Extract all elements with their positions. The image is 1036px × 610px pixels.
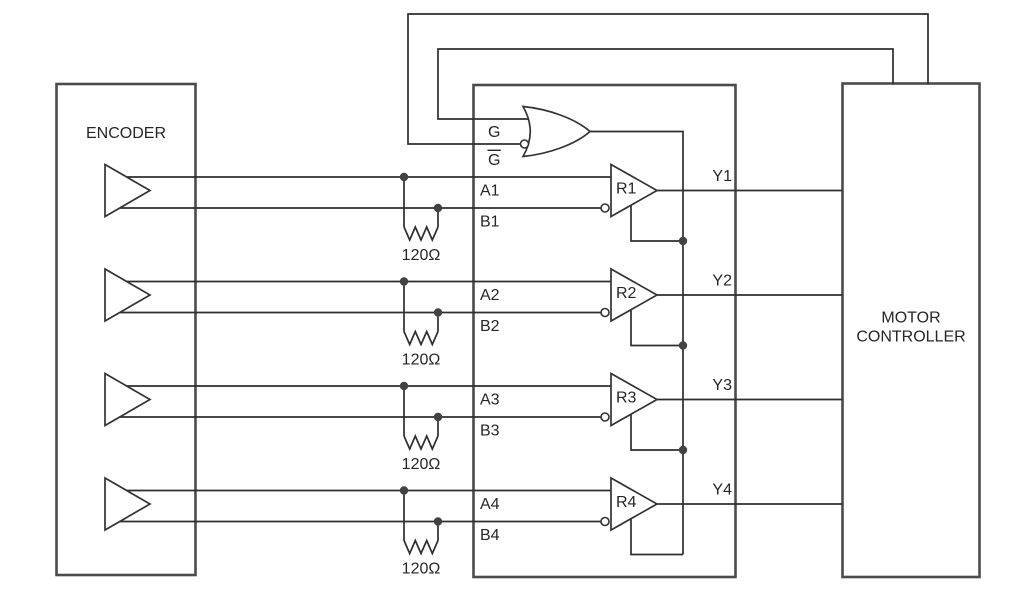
junction-dot-a2 <box>399 277 409 286</box>
pin-label-a3: A3 <box>480 392 500 409</box>
gate-inverting-bubble <box>519 139 530 149</box>
resistor-value-3: 120Ω <box>402 456 441 473</box>
resistor-zigzag-icon-1 <box>403 224 439 243</box>
resistor-leads-3 <box>403 386 439 436</box>
pin-label-b3: B3 <box>480 423 500 440</box>
pin-label-y2: Y2 <box>712 273 732 290</box>
resistor-value-2: 120Ω <box>402 352 441 369</box>
pin-label-b1: B1 <box>480 214 500 231</box>
channel-4: A4 B4 R4 Y4 120Ω <box>104 476 843 578</box>
receiver-label-r4: R4 <box>616 494 637 511</box>
enable-stub-1 <box>630 200 683 242</box>
junction-dot-a1 <box>399 172 409 182</box>
junction-dot-b2 <box>433 308 443 317</box>
receiver-label-r1: R1 <box>616 181 637 198</box>
pin-label-y4: Y4 <box>712 482 732 499</box>
resistor-leads-1 <box>403 177 439 227</box>
junction-dot-a4 <box>399 486 409 495</box>
junction-dot-b3 <box>433 412 443 422</box>
encoder-driver-icon-1 <box>104 163 152 218</box>
pin-label-y3: Y3 <box>712 377 732 394</box>
pin-label-g-bar: G <box>488 152 500 169</box>
junction-dot-enable-3 <box>678 445 688 455</box>
pin-label-a4: A4 <box>480 496 500 513</box>
inverting-input-bubble-4 <box>600 516 610 527</box>
pin-label-b2: B2 <box>480 318 500 335</box>
motor-controller-title-line2: CONTROLLER <box>856 329 965 346</box>
junction-dot-b1 <box>433 203 443 213</box>
encoder-title: ENCODER <box>86 125 166 142</box>
receiver-triangle-icon-4 <box>610 476 659 532</box>
channel-3: A3 B3 R3 Y3 120Ω <box>104 372 843 473</box>
resistor-zigzag-icon-4 <box>403 538 439 556</box>
motor-controller-title-line1: MOTOR <box>881 310 940 327</box>
receiver-triangle-icon-3 <box>610 372 659 427</box>
resistor-value-4: 120Ω <box>402 561 441 578</box>
receiver-triangle-icon-2 <box>610 267 659 323</box>
junction-dot-enable-2 <box>678 341 688 350</box>
inverting-input-bubble-2 <box>600 307 610 318</box>
inverting-input-bubble-1 <box>600 203 610 213</box>
receiver-label-r2: R2 <box>616 285 637 302</box>
receiver-label-r3: R3 <box>616 390 637 407</box>
pin-label-y1: Y1 <box>712 168 732 185</box>
junction-dot-b4 <box>433 517 443 526</box>
feedback-wire-g <box>437 48 894 120</box>
inverting-input-bubble-3 <box>600 412 610 422</box>
pin-label-g: G <box>488 124 500 141</box>
resistor-leads-4 <box>403 490 439 541</box>
pin-label-b4: B4 <box>480 527 500 544</box>
junction-dot-enable-1 <box>678 236 688 246</box>
resistor-zigzag-icon-2 <box>403 329 439 347</box>
channel-2: A2 B2 R2 Y2 120Ω <box>104 267 843 369</box>
enable-stub-2 <box>630 305 683 347</box>
enable-stub-3 <box>630 409 683 451</box>
line-receiver-box <box>472 83 737 579</box>
encoder-driver-icon-3 <box>104 372 152 427</box>
pin-label-a1: A1 <box>480 183 500 200</box>
receiver-triangle-icon-1 <box>610 163 659 218</box>
resistor-zigzag-icon-3 <box>403 433 439 452</box>
feedback-wire-g-bar <box>407 13 929 145</box>
encoder-driver-icon-2 <box>104 267 152 323</box>
enable-bus-wire <box>589 130 684 555</box>
enable-or-gate: G G <box>487 105 592 169</box>
channel-1: A1 B1 R1 Y1 120Ω <box>104 163 843 264</box>
resistor-leads-2 <box>403 281 439 332</box>
encoder-driver-icon-4 <box>104 476 152 532</box>
pin-label-a2: A2 <box>480 287 500 304</box>
motor-controller-box <box>841 82 981 579</box>
junction-dot-a3 <box>399 381 409 391</box>
resistor-value-1: 120Ω <box>402 247 441 264</box>
or-gate-icon <box>521 105 592 158</box>
enable-stub-4 <box>630 514 683 556</box>
